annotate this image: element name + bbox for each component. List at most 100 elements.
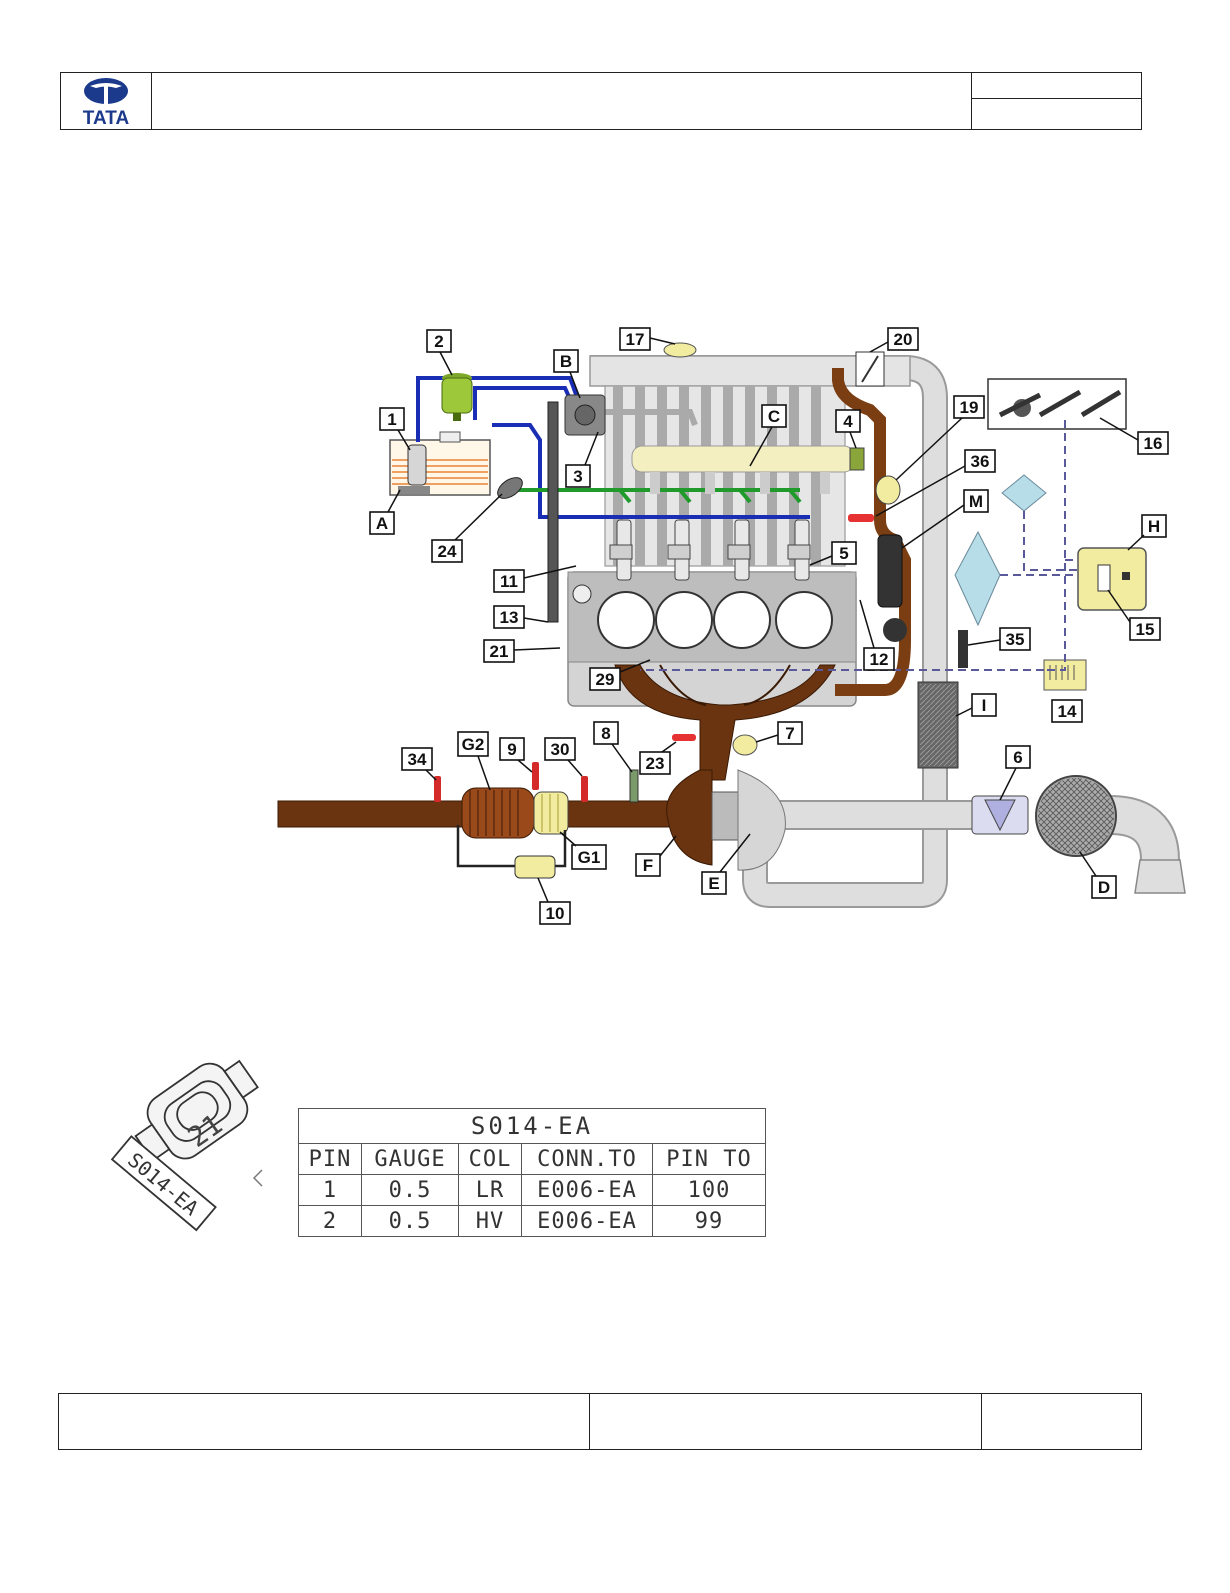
svg-text:C: C xyxy=(768,407,780,426)
label-C: C xyxy=(749,404,787,467)
svg-text:15: 15 xyxy=(1136,620,1155,639)
dp-sensor-hose xyxy=(456,825,567,868)
label-4: 4 xyxy=(835,409,861,449)
table-cell: 99 xyxy=(652,1205,766,1237)
egr-pipe xyxy=(832,368,911,696)
label-F: F xyxy=(635,835,677,877)
sensor-35 xyxy=(958,630,968,668)
table-cell: 2 xyxy=(298,1205,362,1237)
signal-diamond-large xyxy=(954,530,1001,627)
svg-text:16: 16 xyxy=(1144,434,1163,453)
label-H: H xyxy=(1127,514,1167,551)
label-20: 20 xyxy=(869,327,919,353)
table-title: S014-EA xyxy=(298,1108,766,1144)
footer-right xyxy=(982,1393,1142,1450)
egr-cooler xyxy=(877,534,903,608)
particulate-filter xyxy=(461,787,569,839)
label-3: 3 xyxy=(565,431,599,488)
exhaust-sensors xyxy=(434,762,588,802)
label-19: 19 xyxy=(895,395,985,481)
svg-text:E: E xyxy=(708,874,719,893)
egr-valve xyxy=(875,475,901,505)
label-D: D xyxy=(1079,851,1117,899)
label-23: 23 xyxy=(639,741,677,775)
svg-text:2: 2 xyxy=(434,332,443,351)
sensor-17 xyxy=(663,342,697,358)
label-A: A xyxy=(369,489,401,535)
table-cell: E006-EA xyxy=(521,1205,653,1237)
label-15: 15 xyxy=(1107,589,1161,641)
table-cell: LR xyxy=(458,1174,522,1206)
timing-belt xyxy=(547,401,559,623)
table-row: 1 0.5 LR E006-EA 100 xyxy=(298,1174,766,1206)
turbocharger xyxy=(666,734,786,871)
svg-text:10: 10 xyxy=(546,904,565,923)
air-inlet-horn xyxy=(1134,859,1186,894)
table-header: PIN xyxy=(298,1143,362,1175)
svg-text:29: 29 xyxy=(596,670,615,689)
svg-text:23: 23 xyxy=(646,754,665,773)
label-12: 12 xyxy=(859,599,895,671)
label-1: 1 xyxy=(379,407,411,451)
logo-cell: TATA xyxy=(60,72,152,130)
label-34: 34 xyxy=(401,747,437,781)
label-13: 13 xyxy=(493,605,549,629)
label-7: 7 xyxy=(755,721,803,745)
label-10: 10 xyxy=(537,877,571,925)
intake-pipes xyxy=(590,355,1180,908)
svg-text:G1: G1 xyxy=(578,848,601,867)
table-cell: E006-EA xyxy=(521,1174,653,1206)
footer-frame xyxy=(58,1393,1142,1450)
footer-left xyxy=(58,1393,590,1450)
ecu-module xyxy=(1077,547,1147,611)
label-36: 36 xyxy=(875,449,996,517)
svg-text:B: B xyxy=(560,352,572,371)
table-cell: HV xyxy=(458,1205,522,1237)
footer-middle xyxy=(590,1393,982,1450)
svg-text:13: 13 xyxy=(500,608,519,627)
label-24: 24 xyxy=(431,493,503,563)
svg-text:F: F xyxy=(643,856,653,875)
logo-text: TATA xyxy=(83,108,130,129)
lambda-sensor xyxy=(629,769,639,803)
svg-text:36: 36 xyxy=(971,452,990,471)
svg-text:6: 6 xyxy=(1013,748,1022,767)
svg-text:34: 34 xyxy=(408,750,427,769)
svg-text:7: 7 xyxy=(785,724,794,743)
label-16: 16 xyxy=(1099,417,1169,455)
pedal-box xyxy=(987,378,1127,430)
label-21: 21 xyxy=(483,639,561,663)
tata-logo-icon: TATA xyxy=(83,78,130,129)
label-9: 9 xyxy=(499,737,533,773)
svg-text:A: A xyxy=(376,514,388,533)
label-5: 5 xyxy=(809,541,857,566)
high-pressure-pump xyxy=(564,394,606,436)
svg-text:17: 17 xyxy=(626,330,645,349)
header-frame xyxy=(60,72,1142,130)
table-cell: 100 xyxy=(652,1174,766,1206)
table-cell: 0.5 xyxy=(361,1174,459,1206)
label-30: 30 xyxy=(544,737,583,777)
table-header-row: PIN GAUGE COL CONN.TO PIN TO xyxy=(298,1143,766,1175)
svg-text:24: 24 xyxy=(438,542,457,561)
egr-flap xyxy=(883,618,907,642)
label-29: 29 xyxy=(589,659,651,691)
header-ref-top xyxy=(972,72,1142,99)
label-I: I xyxy=(955,693,997,717)
connector-pin-table: S014-EA PIN GAUGE COL CONN.TO PIN TO 1 0… xyxy=(298,1108,766,1237)
svg-text:14: 14 xyxy=(1058,702,1077,721)
svg-text:21: 21 xyxy=(490,642,509,661)
label-M: M xyxy=(901,489,989,549)
svg-text:H: H xyxy=(1148,517,1160,536)
label-2: 2 xyxy=(426,329,453,376)
label-14: 14 xyxy=(1051,699,1083,723)
connector-id-tag: S014-EA xyxy=(123,1148,203,1221)
injectors xyxy=(609,519,811,581)
table-header: GAUGE xyxy=(361,1143,459,1175)
svg-text:9: 9 xyxy=(507,740,516,759)
label-11: 11 xyxy=(493,565,577,593)
label-8: 8 xyxy=(593,721,633,773)
label-G2: G2 xyxy=(457,731,491,791)
dp-sensor xyxy=(514,855,556,879)
label-6: 6 xyxy=(999,745,1031,801)
